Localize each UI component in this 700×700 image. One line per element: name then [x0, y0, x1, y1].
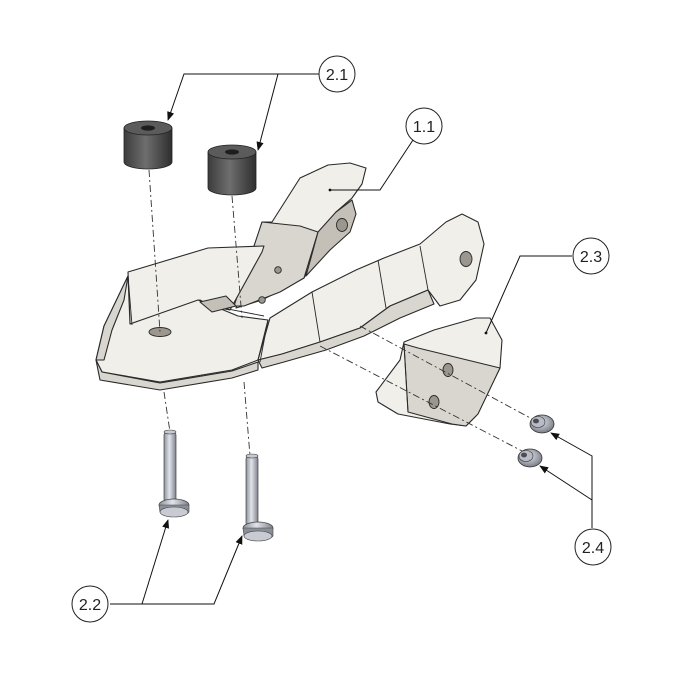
callout-2-3: 2.3 — [572, 237, 610, 275]
bolt-right — [242, 453, 274, 542]
nut-upper — [529, 414, 555, 434]
callout-label-2-2: 2.2 — [79, 597, 101, 614]
callout-label-1-1: 1.1 — [413, 119, 435, 136]
callout-label-2-3: 2.3 — [580, 249, 602, 266]
callout-2-2: 2.2 — [71, 585, 109, 623]
main-bracket — [95, 162, 485, 391]
callout-1-1: 1.1 — [405, 107, 443, 145]
side-plate — [375, 317, 503, 427]
centerlines — [148, 169, 535, 457]
spacer-right — [207, 144, 257, 196]
spacer-left — [123, 120, 173, 170]
callout-2-1: 2.1 — [318, 55, 356, 93]
callout-2-4: 2.4 — [574, 528, 612, 566]
callout-label-2-1: 2.1 — [326, 67, 348, 84]
bolt-left — [158, 429, 190, 518]
leader-lines — [110, 73, 593, 605]
callout-label-2-4: 2.4 — [582, 540, 604, 557]
nut-lower — [517, 448, 543, 468]
